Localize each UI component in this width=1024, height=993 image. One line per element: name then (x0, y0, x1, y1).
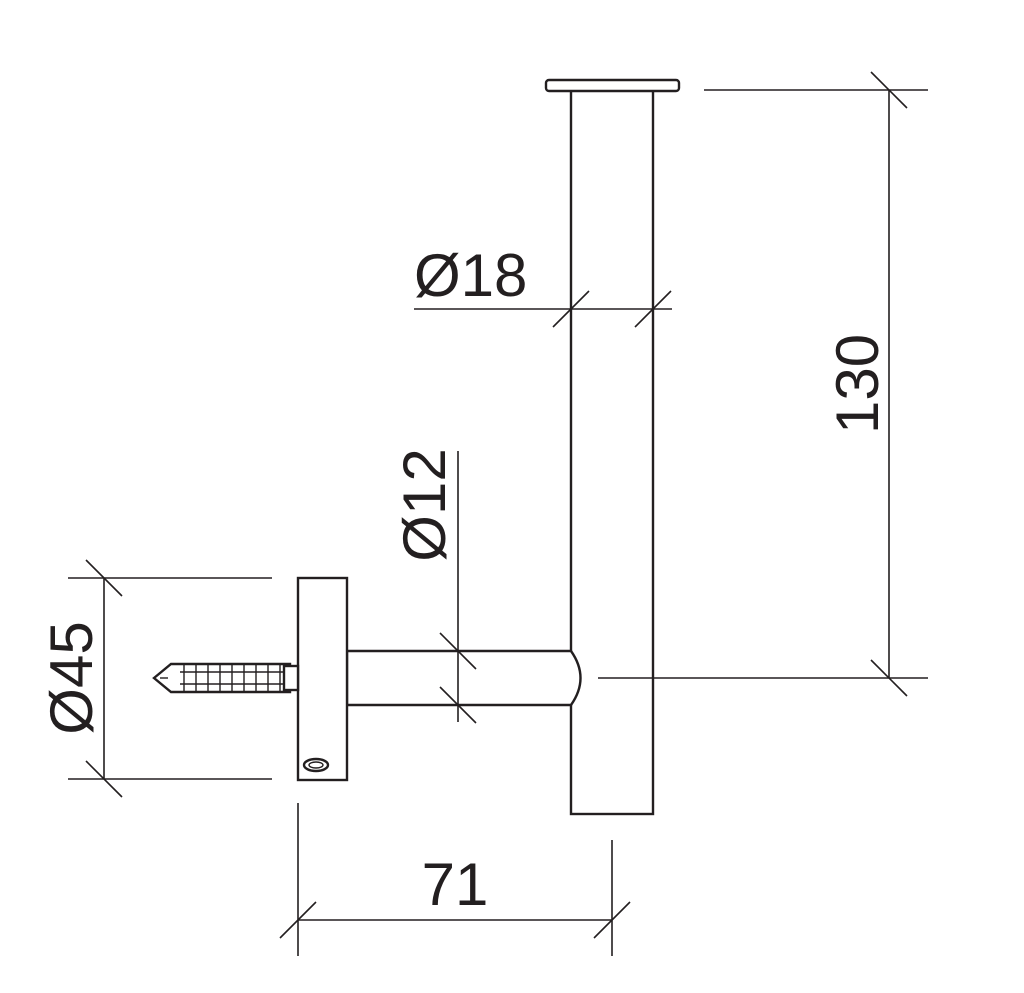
vertical-tube (569, 88, 655, 816)
wall-plug-icon (152, 662, 300, 694)
wall-plate (296, 576, 349, 782)
set-screw-inner (308, 761, 324, 769)
holder-outline (152, 78, 681, 816)
dimension-label-diameter-arm: Ø12 (391, 448, 458, 561)
horizontal-arm (345, 649, 582, 707)
dimension-diameter-arm: Ø12 (391, 448, 477, 724)
set-screw-icon (302, 757, 330, 773)
dimension-diameter-base: Ø45 (38, 559, 272, 798)
dimension-height: 130 (598, 71, 928, 697)
dimension-label-projection: 71 (422, 851, 489, 918)
dimension-label-height: 130 (824, 334, 891, 434)
dimension-label-diameter-top-tube: Ø18 (414, 242, 527, 309)
dimension-diameter-top-tube: Ø18 (414, 242, 672, 328)
dimension-label-diameter-base: Ø45 (38, 621, 105, 734)
tube-end-cap (544, 78, 681, 93)
dimension-projection: 71 (279, 803, 631, 956)
